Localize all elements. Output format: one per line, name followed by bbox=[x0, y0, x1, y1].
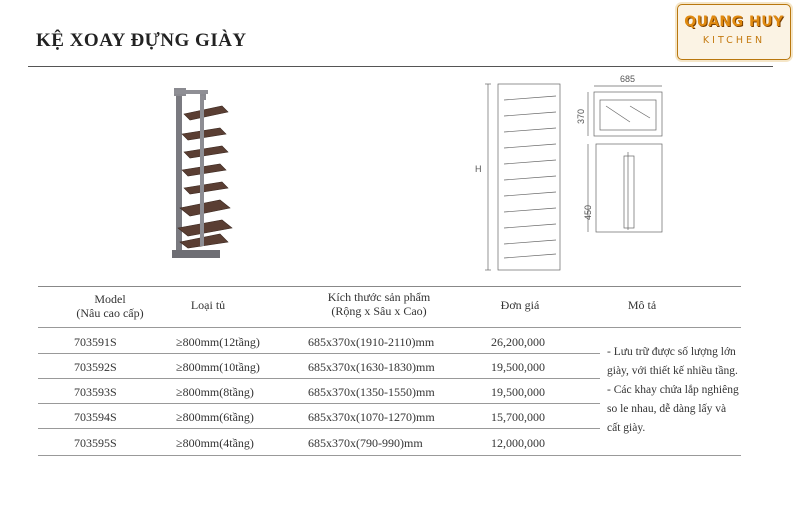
row-divider bbox=[38, 378, 600, 379]
row-4-model: 703594S bbox=[74, 410, 117, 424]
header-price: Đơn giá bbox=[500, 298, 540, 312]
row-5-size: 685x370x(790-990)mm bbox=[308, 436, 423, 450]
row-1-model: 703591S bbox=[74, 335, 117, 349]
row-3-type: ≥800mm(8tầng) bbox=[176, 385, 254, 399]
row-5-model: 703595S bbox=[74, 436, 117, 450]
row-4-size: 685x370x(1070-1270)mm bbox=[308, 410, 435, 424]
header-type: Loại tủ bbox=[190, 298, 226, 312]
title-divider bbox=[28, 66, 773, 67]
row-2-model: 703592S bbox=[74, 360, 117, 374]
description-line: - Lưu trữ được số lượng lớn bbox=[607, 346, 736, 358]
dim-width-label: 685 bbox=[620, 74, 636, 84]
technical-drawing bbox=[485, 83, 663, 271]
row-2-price: 19,500,000 bbox=[491, 360, 545, 374]
row-divider bbox=[38, 403, 600, 404]
header-size-line1: Kích thước sản phẩm bbox=[327, 290, 431, 304]
page-title: KỆ XOAY ĐỰNG GIÀY bbox=[36, 30, 247, 51]
description-line: cất giày. bbox=[607, 422, 646, 434]
description-line: so le nhau, dễ dàng lấy và bbox=[607, 403, 727, 415]
row-4-price: 15,700,000 bbox=[491, 410, 545, 424]
table-bottom-rule bbox=[38, 455, 741, 456]
description-line: giày, với thiết kế nhiều tầng. bbox=[607, 365, 738, 377]
description-cell: - Lưu trữ được số lượng lớn giày, với th… bbox=[607, 343, 767, 438]
row-5-type: ≥800mm(4tầng) bbox=[176, 436, 254, 450]
header-size-line2: (Rộng x Sâu x Cao) bbox=[331, 304, 427, 318]
row-4-type: ≥800mm(6tầng) bbox=[176, 410, 254, 424]
row-3-price: 19,500,000 bbox=[491, 385, 545, 399]
row-1-type: ≥800mm(12tầng) bbox=[176, 335, 260, 349]
row-2-size: 685x370x(1630-1830)mm bbox=[308, 360, 435, 374]
logo-line1: QUANG HUY bbox=[684, 14, 784, 30]
row-1-size: 685x370x(1910-2110)mm bbox=[308, 335, 435, 349]
row-3-size: 685x370x(1350-1550)mm bbox=[308, 385, 435, 399]
description-line: - Các khay chứa lắp nghiêng bbox=[607, 384, 739, 396]
header-divider bbox=[38, 327, 741, 328]
dim-depth-label: 370 bbox=[576, 108, 586, 124]
header-size: Kích thước sản phẩm (Rộng x Sâu x Cao) bbox=[294, 290, 464, 318]
row-3-model: 703593S bbox=[74, 385, 117, 399]
table-top-rule bbox=[38, 286, 741, 287]
row-1-price: 26,200,000 bbox=[491, 335, 545, 349]
header-model-line1: Model bbox=[94, 292, 126, 306]
header-model-line2: (Nâu cao cấp) bbox=[76, 306, 144, 320]
row-divider bbox=[38, 428, 600, 429]
header-model: Model (Nâu cao cấp) bbox=[58, 292, 162, 320]
logo-line2: KITCHEN bbox=[702, 35, 766, 46]
row-2-type: ≥800mm(10tầng) bbox=[176, 360, 260, 374]
row-divider bbox=[38, 353, 600, 354]
dim-height-label: H bbox=[475, 164, 482, 174]
row-5-price: 12,000,000 bbox=[491, 436, 545, 450]
shoe-rack-photo bbox=[172, 88, 233, 258]
header-description: Mô tả bbox=[627, 298, 657, 312]
dim-inner-label: 450 bbox=[583, 204, 593, 220]
brand-logo: QUANG HUY KITCHEN bbox=[677, 4, 791, 60]
